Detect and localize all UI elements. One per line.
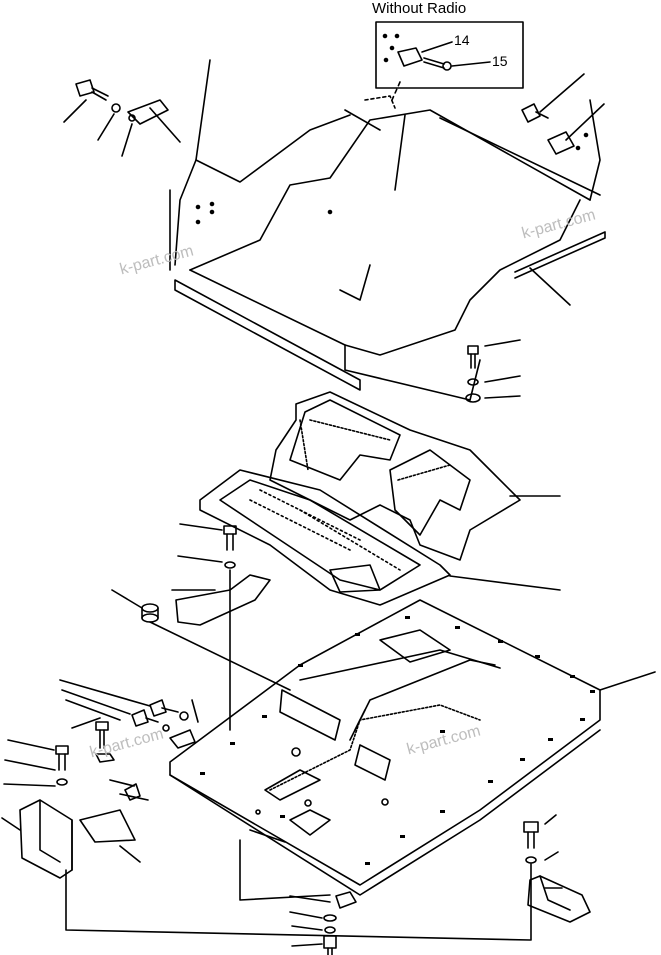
left-clamp-fasteners [60,680,198,762]
rubber-stopper [112,590,290,690]
upper-right-fasteners [522,74,604,154]
cover-plate [176,575,270,625]
left-bolt-stack [4,740,68,786]
floor-grating [200,470,560,605]
callout-15: 15 [492,53,508,69]
inset-title: Without Radio [372,0,467,17]
floor-mat [270,392,560,560]
cab-body [170,60,605,400]
cab-mount-bolts [466,340,520,402]
upper-left-fasteners [64,80,180,156]
bottom-bolt-stack [240,840,356,955]
without-radio-inset [376,22,523,100]
right-bracket [528,876,590,922]
grating-bolt [172,524,236,730]
callout-14: 14 [454,32,470,48]
left-bracket [2,780,530,940]
right-bolt-stack [524,815,562,940]
floor-frame [170,600,655,895]
